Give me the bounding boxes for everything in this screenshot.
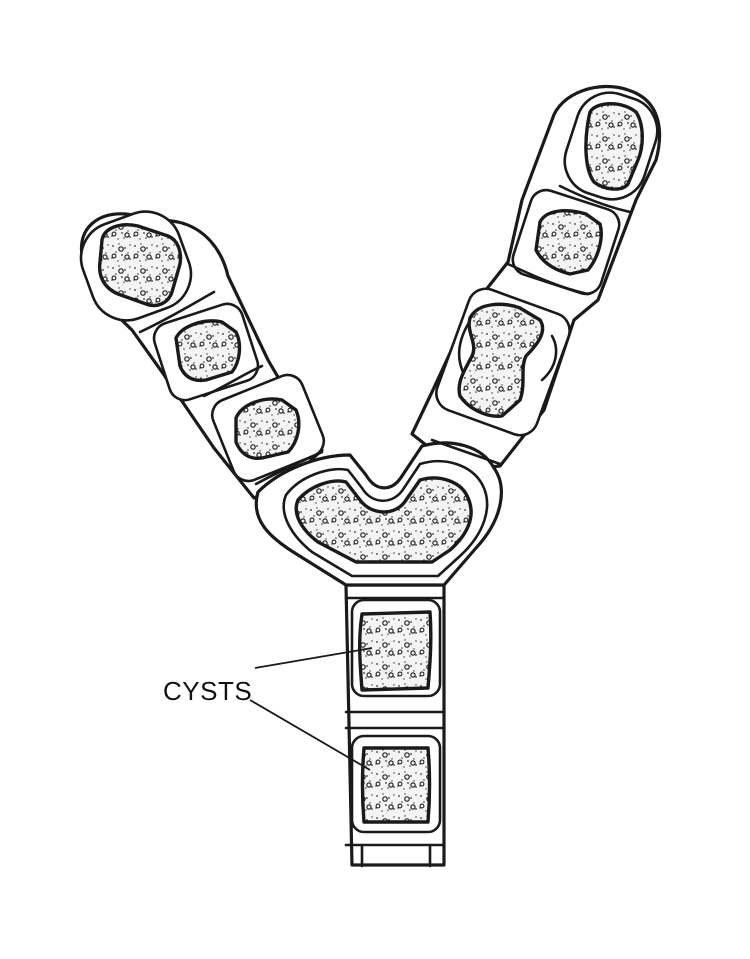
- cyst-left-2: [176, 321, 239, 380]
- cyst-stem-2: [363, 748, 430, 822]
- cyst-right-2: [536, 211, 601, 274]
- cyst-stem-1: [360, 612, 431, 690]
- cyst-left-3: [236, 399, 299, 458]
- cysts-label: CYSTS: [163, 676, 252, 706]
